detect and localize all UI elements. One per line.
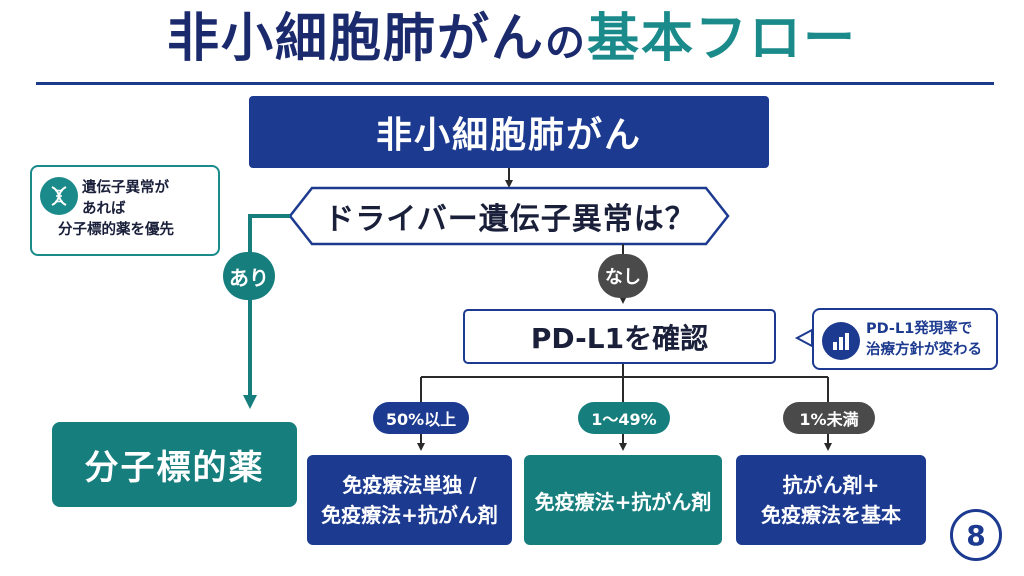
note-left-text: 遺伝子異常が あれば 分子標的薬を優先 — [58, 178, 174, 241]
branch-high-badge: 50%以上 — [373, 402, 469, 434]
node-treatment-low: 抗がん剤+ 免疫療法を基本 — [736, 455, 926, 545]
note-right-line2: 治療方針が変わる — [866, 342, 982, 358]
branch-mid-badge: 1〜49% — [578, 402, 670, 434]
note-right-line1: PD-L1発現率で — [866, 321, 973, 337]
branch-yes-badge: あり — [223, 252, 275, 300]
node-treatment-mid: 免疫療法+抗がん剤 — [524, 455, 722, 545]
node-decision: ドライバー遺伝子異常は？ — [324, 202, 696, 237]
note-right-pointer — [794, 328, 813, 348]
bar-chart-icon — [822, 322, 860, 360]
note-gene-priority: 遺伝子異常が あれば 分子標的薬を優先 — [30, 165, 220, 256]
node-molecular-targeted: 分子標的薬 — [52, 422, 297, 507]
note-right-text: PD-L1発現率で 治療方針が変わる — [866, 319, 982, 361]
page-title: 非小細胞肺がんの基本フロー — [0, 6, 1024, 76]
decision-shape — [288, 186, 730, 246]
note-left-line1: 遺伝子異常が — [82, 180, 169, 196]
treatment-high-line2: 免疫療法+抗がん剤 — [321, 503, 498, 527]
title-accent: 基本フロー — [587, 9, 858, 69]
treatment-low-line2: 免疫療法を基本 — [761, 503, 901, 527]
note-pdl1-rate: PD-L1発現率で 治療方針が変わる — [812, 308, 998, 370]
connector-yes — [243, 214, 290, 409]
branch-no-badge: なし — [598, 254, 648, 298]
dna-icon — [40, 177, 78, 215]
note-left-line2: あれば — [82, 201, 126, 217]
title-underline — [36, 82, 994, 85]
treatment-low-line1: 抗がん剤+ — [782, 473, 880, 497]
note-left-line3: 分子標的薬を優先 — [58, 222, 174, 238]
treatment-high-line1: 免疫療法単独 / — [342, 473, 477, 497]
page-number: 8 — [950, 509, 1002, 561]
node-treatment-high: 免疫療法単独 / 免疫療法+抗がん剤 — [307, 455, 512, 545]
title-main: 非小細胞肺がん — [166, 9, 545, 69]
node-pdl1-check: PD-L1を確認 — [463, 309, 776, 364]
node-start: 非小細胞肺がん — [249, 96, 769, 168]
title-particle: の — [545, 20, 587, 66]
branch-low-badge: 1%未満 — [783, 402, 875, 434]
